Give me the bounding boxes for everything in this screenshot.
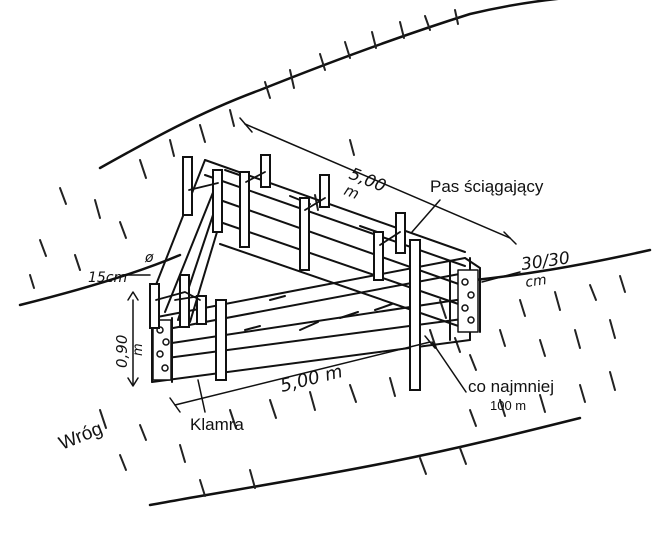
post	[319, 174, 330, 208]
section-leader	[481, 271, 521, 283]
dimension-front	[169, 335, 436, 413]
enemy-label: Wróg	[56, 418, 106, 454]
post	[215, 299, 227, 381]
diameter-symbol: ø	[144, 250, 154, 266]
diameter-label: 15cm	[88, 270, 127, 286]
dimension-top-unit: m	[342, 181, 362, 203]
dimension-top	[239, 117, 517, 245]
end-section-right	[457, 269, 479, 333]
posts	[149, 154, 421, 391]
min-distance-leader	[431, 341, 467, 393]
min-distance-value: 100 m	[490, 398, 526, 413]
section-label: 30/30	[520, 248, 571, 275]
post	[239, 171, 250, 248]
clamp-leader	[197, 379, 206, 413]
end-section-left	[152, 319, 172, 381]
post	[373, 231, 384, 281]
post	[395, 212, 406, 254]
post	[409, 239, 421, 391]
band-label: Pas ściągający	[430, 177, 544, 196]
post	[196, 295, 207, 325]
post	[149, 283, 160, 329]
post	[179, 274, 190, 328]
section-unit: cm	[524, 272, 547, 291]
min-distance-label: co najmniej	[468, 377, 554, 396]
tie-bands	[155, 171, 401, 301]
post	[299, 197, 310, 271]
slope-hatching	[29, 9, 626, 497]
band-leader	[411, 199, 441, 233]
clamp-label: Klamra	[190, 415, 244, 434]
dimension-height	[127, 291, 139, 387]
post	[212, 169, 223, 233]
dimension-front-label: 5,00 m	[278, 361, 345, 397]
dimension-height-unit: m	[131, 343, 146, 356]
post	[182, 156, 193, 216]
post	[260, 154, 271, 188]
terrain-lines	[18, 0, 652, 507]
dimension-height-label: 0,90	[113, 335, 131, 368]
